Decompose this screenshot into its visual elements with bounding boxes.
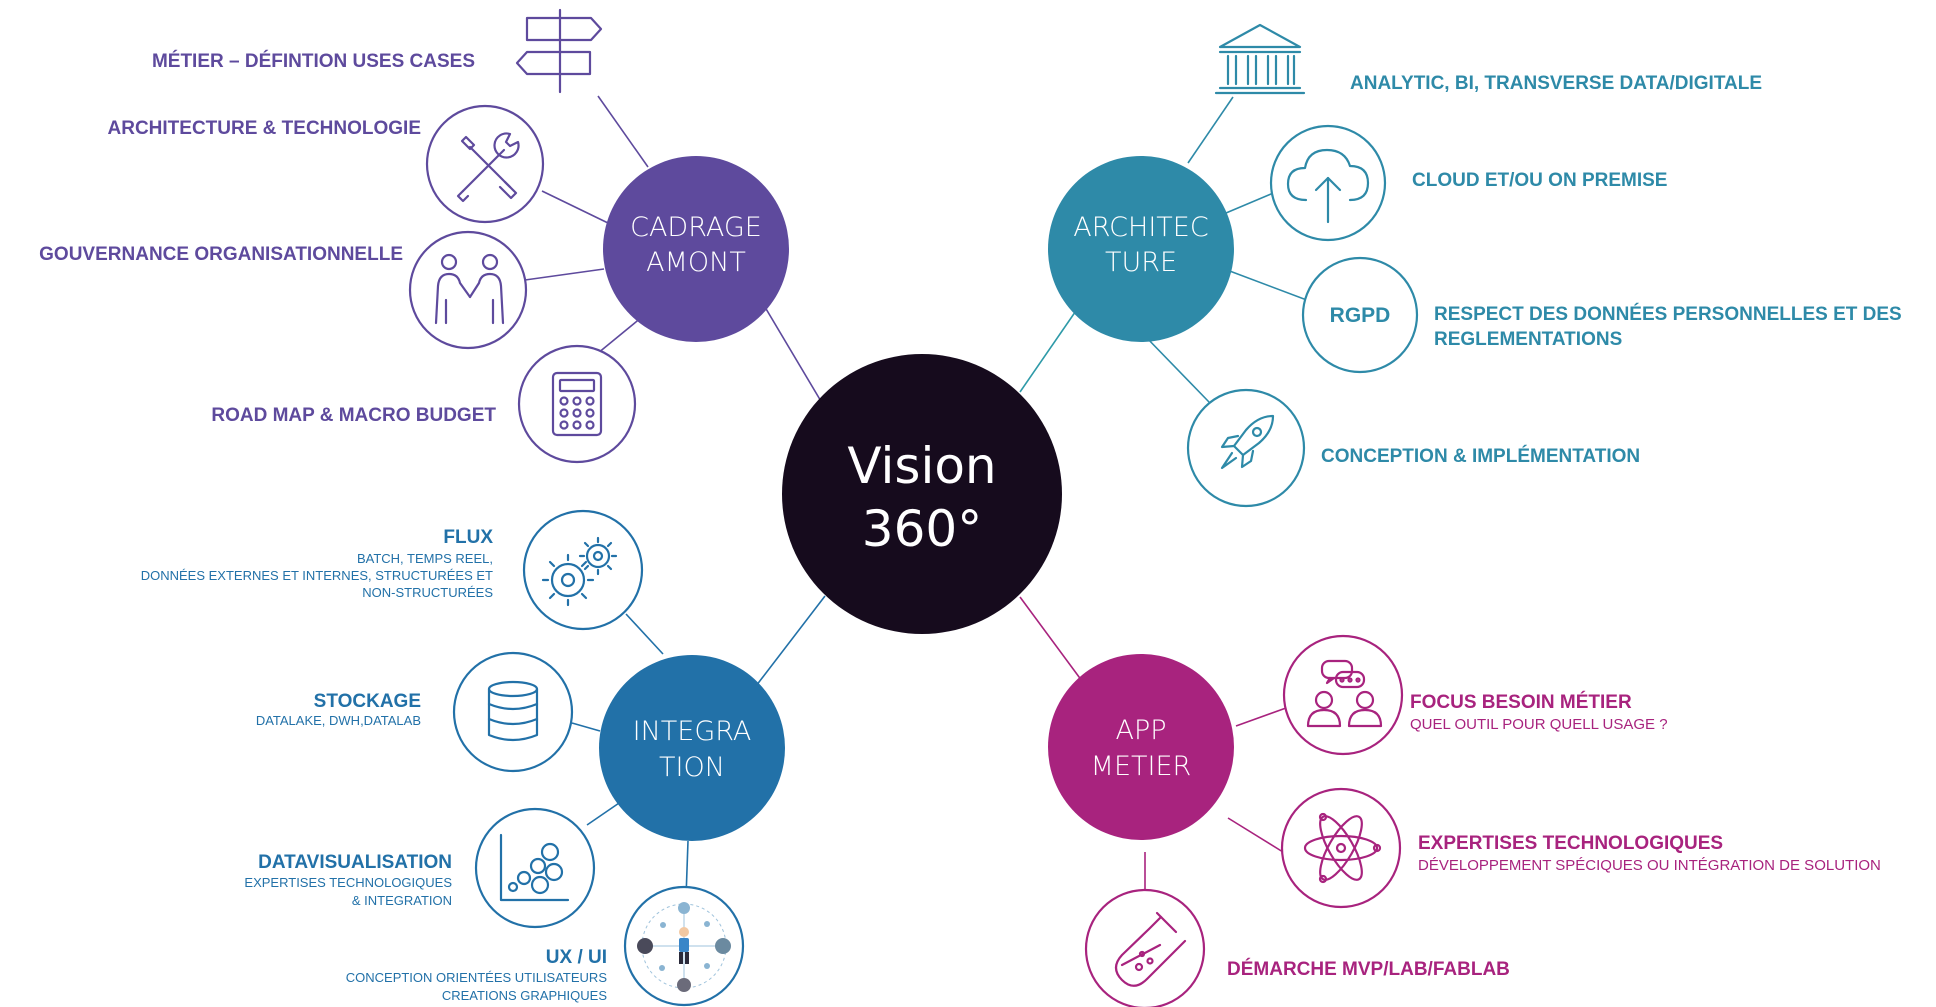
label-conception: CONCEPTION & IMPLÉMENTATION [1321,445,1640,467]
label-focus-title: FOCUS BESOIN MÉTIER [1410,691,1632,713]
handshake-item-node [408,230,528,350]
connector-stockage [571,722,601,732]
connector-dataviz [586,800,623,826]
label-flux-sub3: NON-STRUCTURÉES [362,585,493,600]
label-expertises-sub1: DÉVELOPPEMENT SPÉCIQUES OU INTÉGRATION D… [1418,857,1881,874]
architecture-labels: ANALYTIC, BI, TRANSVERSE DATA/DIGITALE C… [1321,73,1902,467]
hub-architecture-line2: TURE [1105,247,1177,278]
tools-icon [456,132,520,203]
connectors [524,95,1313,899]
connector-center-integration [755,595,826,687]
center-title-line1: Vision [847,437,996,495]
expertises-item-node [1280,787,1402,909]
label-flux-sub1: BATCH, TEMPS REEL, [357,551,493,566]
label-ux-title: UX / UI [546,947,607,968]
gears-icon [541,536,618,607]
rgpd-item-node [1301,256,1419,374]
center-title-line2: 360° [862,500,982,558]
hub-integration-line1: INTEGRA [633,716,752,747]
hub-app-circle [1048,654,1234,840]
label-rgpd-line2: REGLEMENTATIONS [1434,329,1622,350]
connector-center-cadrage [758,296,826,409]
rgpd-badge: RGPD [1330,304,1391,327]
hub-cadrage-line1: CADRAGE [630,212,762,243]
connector-flux [625,613,664,655]
connector-conception [1143,334,1210,403]
label-roadmap: ROAD MAP & MACRO BUDGET [211,405,496,426]
connector-archi [541,190,609,224]
calculator-icon [551,371,603,437]
label-demarche: DÉMARCHE MVP/LAB/FABLAB [1227,958,1510,980]
center-node: Vision 360° [782,354,1062,634]
user-network-icon [637,902,731,992]
hub-cadrage-circle [603,156,789,342]
gears-item-node [522,509,644,631]
label-flux-sub2: DONNÉES EXTERNES ET INTERNES, STRUCTURÉE… [141,568,493,583]
label-analytic: ANALYTIC, BI, TRANSVERSE DATA/DIGITALE [1350,73,1762,94]
signpost-icon [515,8,603,94]
hub-app[interactable]: APP METIER [1048,654,1234,840]
rocket-item-node [1186,388,1306,508]
connector-metier [597,95,649,168]
people-chat-icon [1306,659,1383,728]
hub-architecture-circle [1048,156,1234,342]
connector-gouv [524,268,605,281]
rocket-icon [1220,414,1275,470]
demarche-item-node [1084,888,1206,1007]
label-flux-title: FLUX [443,527,493,548]
connector-focus [1235,707,1287,727]
dataviz-item-node [474,807,596,929]
hub-integration-line2: TION [659,752,725,783]
cloud-upload-icon [1286,148,1370,224]
connector-center-architecture [1019,304,1081,393]
connector-expertises [1227,817,1284,853]
hub-app-line1: APP [1115,715,1166,746]
tools-item-node [425,104,545,224]
connector-center-app [1019,596,1083,682]
label-ux-sub2: CREATIONS GRAPHIQUES [442,988,608,1003]
label-dataviz-title: DATAVISUALISATION [258,852,452,873]
center-circle [782,354,1062,634]
app-labels: FOCUS BESOIN MÉTIER QUEL OUTIL POUR QUEL… [1227,691,1881,980]
connector-rgpd [1226,269,1313,303]
cadrage-labels: MÉTIER – DÉFINTION USES CASES ARCHITECTU… [39,50,496,426]
connector-analytic [1187,96,1234,164]
label-ux-sub1: CONCEPTION ORIENTÉES UTILISATEURS [346,970,608,985]
hub-integration-circle [599,655,785,841]
label-dataviz-sub2: & INTEGRATION [352,893,452,908]
hub-cadrage-line2: AMONT [646,247,746,278]
flask-icon [1114,911,1187,987]
bubble-chart-icon [499,833,570,902]
label-rgpd-line1: RESPECT DES DONNÉES PERSONNELLES ET DES [1434,303,1902,325]
calculator-item-node [517,344,637,464]
label-dataviz-sub1: EXPERTISES TECHNOLOGIQUES [244,875,452,890]
hub-app-line2: METIER [1091,751,1192,782]
label-cloud: CLOUD ET/OU ON PREMISE [1412,170,1667,191]
label-metier: MÉTIER – DÉFINTION USES CASES [152,50,475,72]
label-stockage-sub1: DATALAKE, DWH,DATALAB [256,713,421,728]
database-item-node [452,651,574,773]
atom-icon [1303,812,1382,884]
handshake-icon [434,253,505,325]
label-gouv: GOUVERNANCE ORGANISATIONNELLE [39,244,403,265]
integration-labels: FLUX BATCH, TEMPS REEL, DONNÉES EXTERNES… [141,527,608,1003]
building-icon [1214,23,1306,95]
label-focus-sub1: QUEL OUTIL POUR QUELL USAGE ? [1410,716,1668,733]
hub-architecture-line1: ARCHITEC [1073,212,1208,243]
cadrage-items [408,8,637,464]
connector-cloud [1225,190,1279,214]
focus-item-node [1282,634,1404,756]
hub-integration[interactable]: INTEGRA TION [599,655,785,841]
label-expertises-title: EXPERTISES TECHNOLOGIQUES [1418,833,1723,854]
label-archi: ARCHITECTURE & TECHNOLOGIE [108,118,422,139]
architecture-items [1186,23,1419,508]
cloud-item-node [1269,124,1387,242]
hub-cadrage[interactable]: CADRAGE AMONT [603,156,789,342]
database-icon [487,680,539,742]
hub-architecture[interactable]: ARCHITEC TURE [1048,156,1234,342]
app-items [1084,634,1404,1007]
label-stockage-title: STOCKAGE [314,691,421,712]
